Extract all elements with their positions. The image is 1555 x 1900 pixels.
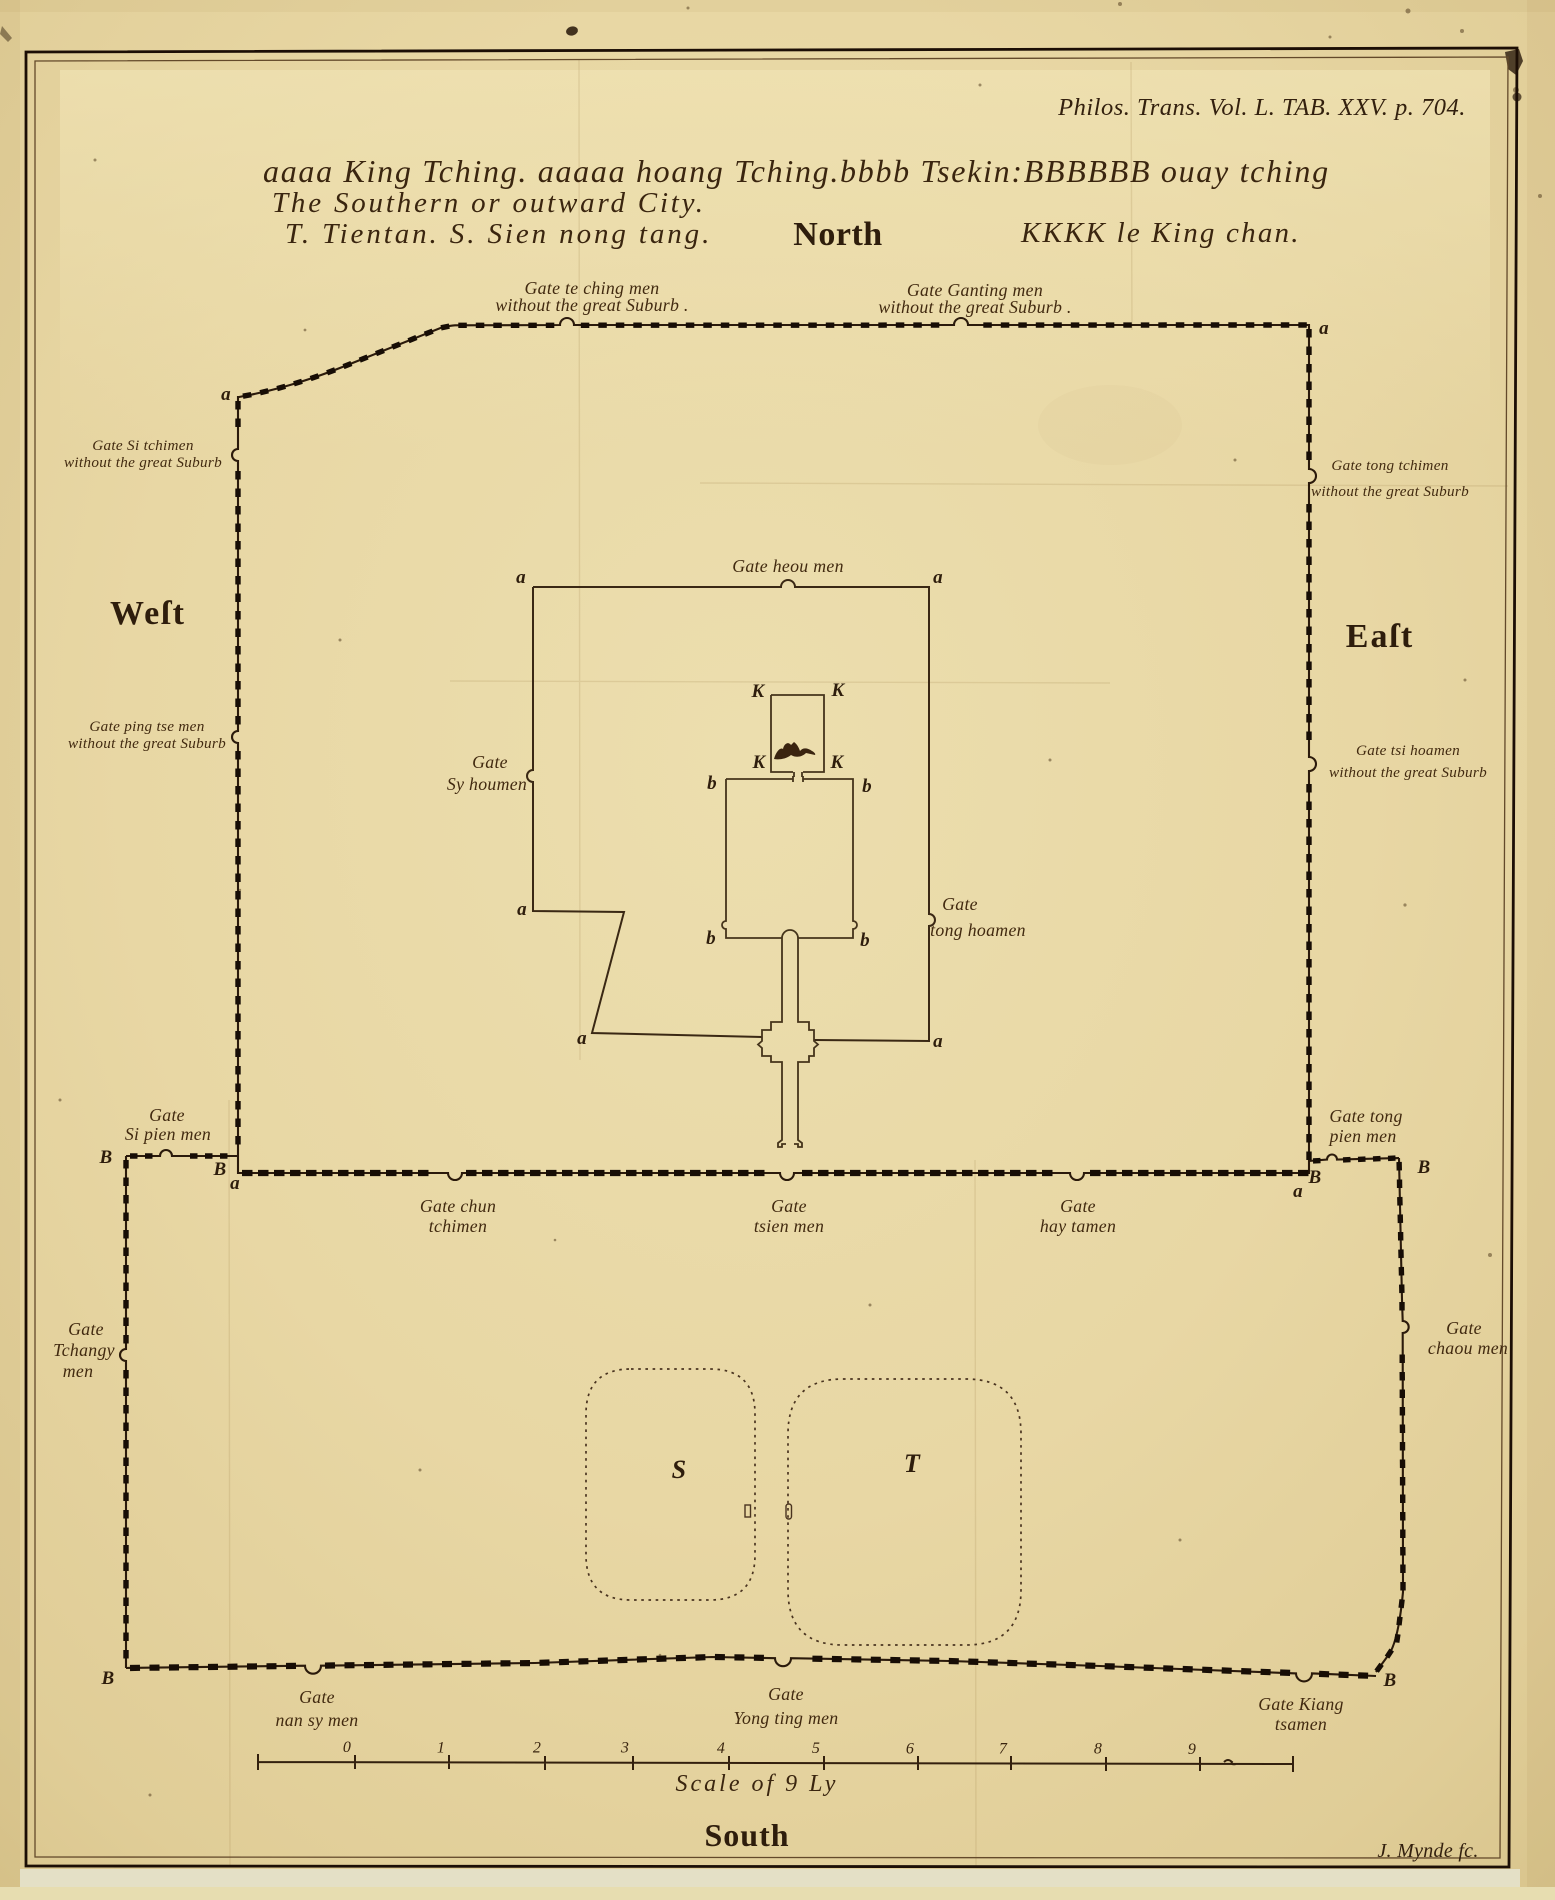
svg-text:North: North: [793, 216, 882, 253]
svg-text:b: b: [707, 773, 717, 794]
svg-text:Gate: Gate: [68, 1319, 104, 1339]
svg-text:hay tamen: hay tamen: [1040, 1216, 1116, 1236]
svg-text:S: S: [672, 1455, 687, 1484]
svg-text:without the great Suburb: without the great Suburb: [1311, 483, 1469, 500]
svg-text:a: a: [516, 567, 526, 588]
svg-text:0: 0: [343, 1739, 351, 1756]
svg-text:Gate: Gate: [1060, 1196, 1096, 1216]
svg-text:pien men: pien men: [1327, 1126, 1396, 1146]
svg-text:Si pien men: Si pien men: [125, 1124, 211, 1144]
svg-text:T. Tientan. S. Sien nong tang.: T. Tientan. S. Sien nong tang.: [285, 218, 712, 250]
svg-text:Sy houmen: Sy houmen: [447, 774, 527, 794]
svg-text:Weſt: Weſt: [110, 595, 186, 632]
svg-text:4: 4: [717, 1740, 725, 1757]
svg-text:Gate tsi hoamen: Gate tsi hoamen: [1356, 742, 1460, 759]
svg-text:Gate Kiang: Gate Kiang: [1258, 1694, 1343, 1714]
svg-text:chaou men: chaou men: [1428, 1338, 1508, 1358]
svg-text:8: 8: [1094, 1741, 1102, 1758]
svg-text:B: B: [101, 1668, 115, 1689]
svg-text:a: a: [230, 1173, 240, 1194]
svg-text:a: a: [933, 567, 943, 588]
svg-text:6: 6: [906, 1740, 914, 1757]
svg-text:South: South: [704, 1817, 789, 1853]
svg-text:K: K: [752, 752, 767, 773]
svg-text:B: B: [1383, 1670, 1397, 1691]
svg-text:Tchangy: Tchangy: [53, 1340, 115, 1360]
svg-text:B: B: [1308, 1167, 1322, 1188]
svg-text:a: a: [577, 1028, 587, 1049]
svg-text:Eaſt: Eaſt: [1346, 618, 1414, 655]
svg-text:Gate: Gate: [299, 1687, 335, 1707]
svg-text:Gate heou men: Gate heou men: [732, 556, 844, 576]
svg-text:Gate: Gate: [149, 1105, 185, 1125]
svg-text:K: K: [751, 681, 766, 702]
svg-text:5: 5: [812, 1740, 820, 1757]
svg-text:KKKK le King chan.: KKKK le King chan.: [1020, 217, 1301, 249]
svg-text:Philos. Trans. Vol. L. TAB. XX: Philos. Trans. Vol. L. TAB. XXV. p. 704.: [1057, 94, 1466, 121]
svg-text:aaaa King Tching. aaaaa hoang: aaaa King Tching. aaaaa hoang Tching.bbb…: [263, 153, 1330, 189]
svg-text:Gate: Gate: [771, 1196, 807, 1216]
svg-text:tong hoamen: tong hoamen: [930, 920, 1026, 940]
svg-text:Gate ping tse men: Gate ping tse men: [89, 718, 204, 735]
svg-text:nan sy men: nan sy men: [276, 1710, 359, 1730]
svg-text:K: K: [831, 680, 846, 701]
svg-text:Gate: Gate: [942, 894, 978, 914]
svg-text:without the great Suburb .: without the great Suburb .: [878, 297, 1071, 317]
svg-text:Gate: Gate: [1446, 1318, 1482, 1338]
svg-text:b: b: [860, 930, 870, 951]
svg-text:Gate Ganting men: Gate Ganting men: [907, 280, 1043, 300]
svg-text:The Southern or outward City.: The Southern or outward City.: [272, 187, 706, 219]
svg-text:Gate tong tchimen: Gate tong tchimen: [1331, 457, 1448, 474]
svg-text:b: b: [706, 928, 716, 949]
svg-text:tsien men: tsien men: [754, 1216, 824, 1236]
svg-text:1: 1: [437, 1739, 445, 1756]
svg-text:a: a: [933, 1031, 943, 1052]
svg-text:7: 7: [999, 1740, 1008, 1757]
svg-text:Gate: Gate: [472, 752, 508, 772]
svg-text:b: b: [862, 776, 872, 797]
svg-text:Gate: Gate: [768, 1684, 804, 1704]
svg-text:B: B: [213, 1159, 227, 1180]
svg-text:Gate chun: Gate chun: [420, 1196, 496, 1216]
svg-text:B: B: [1417, 1157, 1431, 1178]
svg-text:J. Mynde fc.: J. Mynde fc.: [1377, 1840, 1478, 1862]
svg-text:B: B: [99, 1147, 113, 1168]
svg-text:without the great Suburb: without the great Suburb: [68, 735, 226, 752]
svg-text:without the great Suburb: without the great Suburb: [1329, 764, 1487, 781]
svg-text:K: K: [830, 752, 845, 773]
svg-text:a: a: [221, 384, 231, 405]
svg-text:3: 3: [620, 1740, 629, 1757]
svg-text:a: a: [517, 899, 527, 920]
svg-text:Gate Si tchimen: Gate Si tchimen: [92, 437, 194, 454]
svg-text:Gate tong: Gate tong: [1329, 1106, 1402, 1126]
svg-text:T: T: [904, 1449, 921, 1478]
svg-text:2: 2: [533, 1740, 541, 1757]
svg-text:9: 9: [1188, 1741, 1196, 1758]
svg-text:tchimen: tchimen: [429, 1216, 487, 1236]
svg-text:tsamen: tsamen: [1275, 1714, 1327, 1734]
svg-text:without the great Suburb .: without the great Suburb .: [495, 295, 688, 315]
svg-text:without the great Suburb: without the great Suburb: [64, 454, 222, 471]
svg-text:Scale of 9 Ly: Scale of 9 Ly: [676, 1771, 839, 1797]
svg-text:a: a: [1319, 318, 1329, 339]
svg-text:men: men: [63, 1361, 94, 1381]
svg-text:Gate te ching men: Gate te ching men: [525, 278, 660, 298]
svg-text:Yong ting men: Yong ting men: [733, 1708, 838, 1728]
svg-text:a: a: [1293, 1181, 1303, 1202]
